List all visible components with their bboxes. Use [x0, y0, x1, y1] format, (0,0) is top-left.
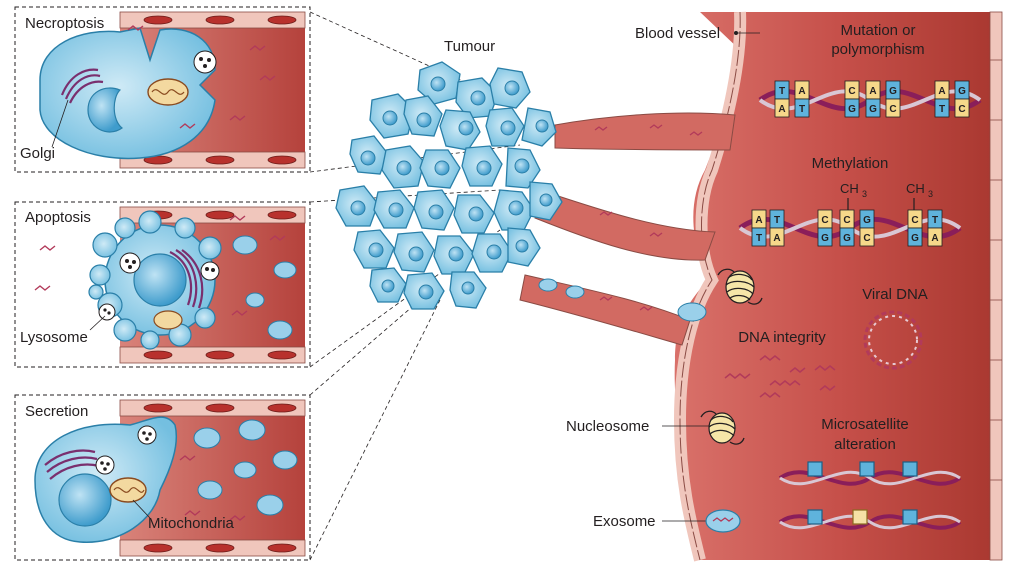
label-nucleosome: Nucleosome	[566, 418, 649, 435]
label-mitochondria: Mitochondria	[148, 515, 235, 532]
lysosome-icon	[137, 425, 157, 445]
base-tile	[774, 98, 790, 118]
golgi-icon	[169, 249, 204, 309]
exosomes-secreted	[193, 419, 298, 516]
base-tile	[954, 98, 970, 118]
dna-fragments	[724, 355, 836, 398]
label-exosome: Exosome	[593, 513, 656, 530]
label-blood-vessel: Blood vessel	[635, 25, 720, 42]
base-tile	[859, 227, 875, 247]
base-letter: T	[779, 86, 785, 97]
base-letter: G	[958, 86, 966, 97]
svg-text:CH: CH	[840, 181, 859, 196]
base-letter: A	[798, 86, 805, 97]
base-letter: C	[889, 104, 896, 115]
base-tile	[751, 227, 767, 247]
label-microsatellite-line2: alteration	[834, 436, 896, 453]
label-necroptosis: Necroptosis	[25, 15, 104, 32]
base-letter: T	[932, 215, 938, 226]
panel-secretion: Secretion Mitochondria	[14, 394, 311, 561]
label-tumour: Tumour	[444, 38, 495, 55]
label-viral-dna: Viral DNA	[862, 286, 928, 303]
necroptotic-cell	[39, 27, 216, 160]
blood-vessel	[673, 11, 1003, 562]
base-letter: G	[843, 233, 851, 244]
base-letter: G	[863, 215, 871, 226]
microsatellite-dna-lower	[778, 509, 962, 530]
base-letter: A	[778, 104, 785, 115]
base-tile	[839, 227, 855, 247]
base-letter: C	[863, 233, 870, 244]
ch3-marker-2: CH 3	[906, 181, 933, 210]
microsatellite-dna-upper	[778, 461, 962, 486]
label-lysosome: Lysosome	[20, 329, 88, 346]
base-letter: G	[911, 233, 919, 244]
label-apoptosis: Apoptosis	[25, 209, 91, 226]
base-tile	[934, 98, 950, 118]
nucleosome-icon	[700, 410, 745, 445]
label-mutation-line1: Mutation or	[840, 22, 915, 39]
base-letter: T	[799, 104, 805, 115]
base-tile	[865, 98, 881, 118]
svg-text:CH: CH	[906, 181, 925, 196]
base-letter: G	[821, 233, 829, 244]
base-tile	[794, 98, 810, 118]
label-mutation-line2: polymorphism	[831, 41, 924, 58]
label-methylation: Methylation	[812, 155, 889, 172]
exosome-icon	[705, 509, 741, 533]
base-letter: A	[931, 233, 938, 244]
lysosome-icon	[119, 252, 141, 274]
base-letter: C	[911, 215, 918, 226]
nucleus-fragment	[87, 87, 123, 133]
viral-dna-circle	[863, 310, 923, 370]
base-letter: A	[938, 86, 945, 97]
ch3-marker-1: CH 3	[840, 181, 867, 210]
nucleosome-icon-upper	[717, 268, 763, 305]
base-letter: G	[848, 104, 856, 115]
base-letter: A	[773, 233, 780, 244]
lysosome-icon	[193, 50, 217, 74]
base-letter: G	[889, 86, 897, 97]
base-tile	[907, 227, 923, 247]
svg-text:3: 3	[928, 189, 933, 199]
base-tile	[927, 227, 943, 247]
base-letter: T	[939, 104, 945, 115]
golgi-icon	[60, 68, 104, 104]
base-letter: C	[821, 215, 828, 226]
base-letter: A	[755, 215, 762, 226]
label-dna-integrity: DNA integrity	[738, 329, 826, 346]
label-golgi: Golgi	[20, 145, 55, 162]
base-letter: C	[958, 104, 965, 115]
base-letter: T	[774, 215, 780, 226]
base-tile	[769, 227, 785, 247]
base-letter: C	[843, 215, 850, 226]
tumour-vessel-branches	[519, 112, 736, 346]
base-letter: A	[869, 86, 876, 97]
tumour-mass: Tumour	[335, 38, 563, 310]
base-tile	[817, 227, 833, 247]
golgi-icon	[44, 449, 100, 480]
svg-text:3: 3	[862, 189, 867, 199]
panel-necroptosis: Necroptosis Golgi	[14, 6, 311, 173]
label-secretion: Secretion	[25, 403, 88, 420]
base-letter: C	[848, 86, 855, 97]
mitochondrion-icon	[109, 477, 147, 503]
base-letter: T	[756, 233, 762, 244]
base-tile	[844, 98, 860, 118]
base-letter: G	[869, 104, 877, 115]
base-tile	[885, 98, 901, 118]
label-microsatellite-line1: Microsatellite	[821, 416, 909, 433]
panel-apoptosis: Apoptosis Lysosome	[14, 201, 311, 368]
